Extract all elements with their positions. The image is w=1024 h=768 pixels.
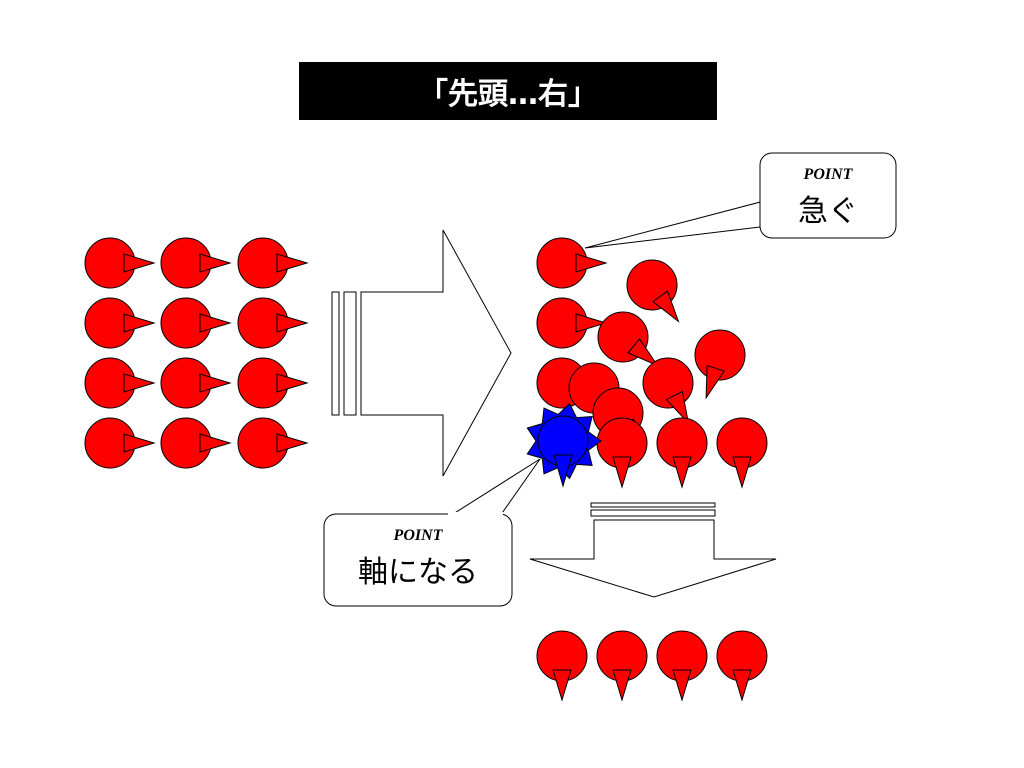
down-arrow-icon xyxy=(529,502,777,598)
red-pin-icon xyxy=(237,357,309,409)
red-pin-icon xyxy=(237,297,309,349)
callout-hurry-label: 急ぐ xyxy=(798,194,858,229)
red-pin-icon xyxy=(84,297,156,349)
red-pin-icon xyxy=(716,630,768,702)
red-pin-icon xyxy=(84,417,156,469)
red-pin-icon xyxy=(656,417,708,489)
callout-hurry xyxy=(584,152,897,249)
red-pin-icon xyxy=(596,630,648,702)
blue-pin-icon xyxy=(526,402,602,488)
red-pin-icon xyxy=(536,297,608,349)
right-arrow-icon xyxy=(331,229,512,477)
final-formation xyxy=(536,630,768,702)
initial-formation xyxy=(84,237,309,469)
callout-axis xyxy=(323,458,541,607)
red-pin-icon xyxy=(694,329,746,400)
title-text: 「先頭…右」 xyxy=(418,77,598,112)
red-pin-icon xyxy=(160,357,232,409)
red-pin-icon xyxy=(160,417,232,469)
red-pin-icon xyxy=(716,417,768,489)
red-pin-icon xyxy=(626,259,680,323)
scrambled-formation xyxy=(526,237,768,489)
red-pin-icon xyxy=(84,357,156,409)
page-title: 「先頭…右」 xyxy=(299,62,717,120)
red-pin-icon xyxy=(642,357,694,425)
red-pin-icon xyxy=(237,237,309,289)
red-pin-icon xyxy=(160,237,232,289)
red-pin-icon xyxy=(656,630,708,702)
point-label: POINT xyxy=(393,527,443,544)
callout-axis-text: POINT 軸になる xyxy=(324,527,512,591)
point-label: POINT xyxy=(803,166,853,183)
red-pin-icon xyxy=(237,417,309,469)
callout-hurry-text: POINT 急ぐ xyxy=(760,166,896,230)
red-pin-icon xyxy=(596,417,648,489)
callout-axis-label: 軸になる xyxy=(358,555,478,590)
red-pin-icon xyxy=(536,237,608,289)
red-pin-icon xyxy=(160,297,232,349)
red-pin-icon xyxy=(536,630,588,702)
red-pin-icon xyxy=(597,311,660,367)
red-pin-icon xyxy=(84,237,156,289)
